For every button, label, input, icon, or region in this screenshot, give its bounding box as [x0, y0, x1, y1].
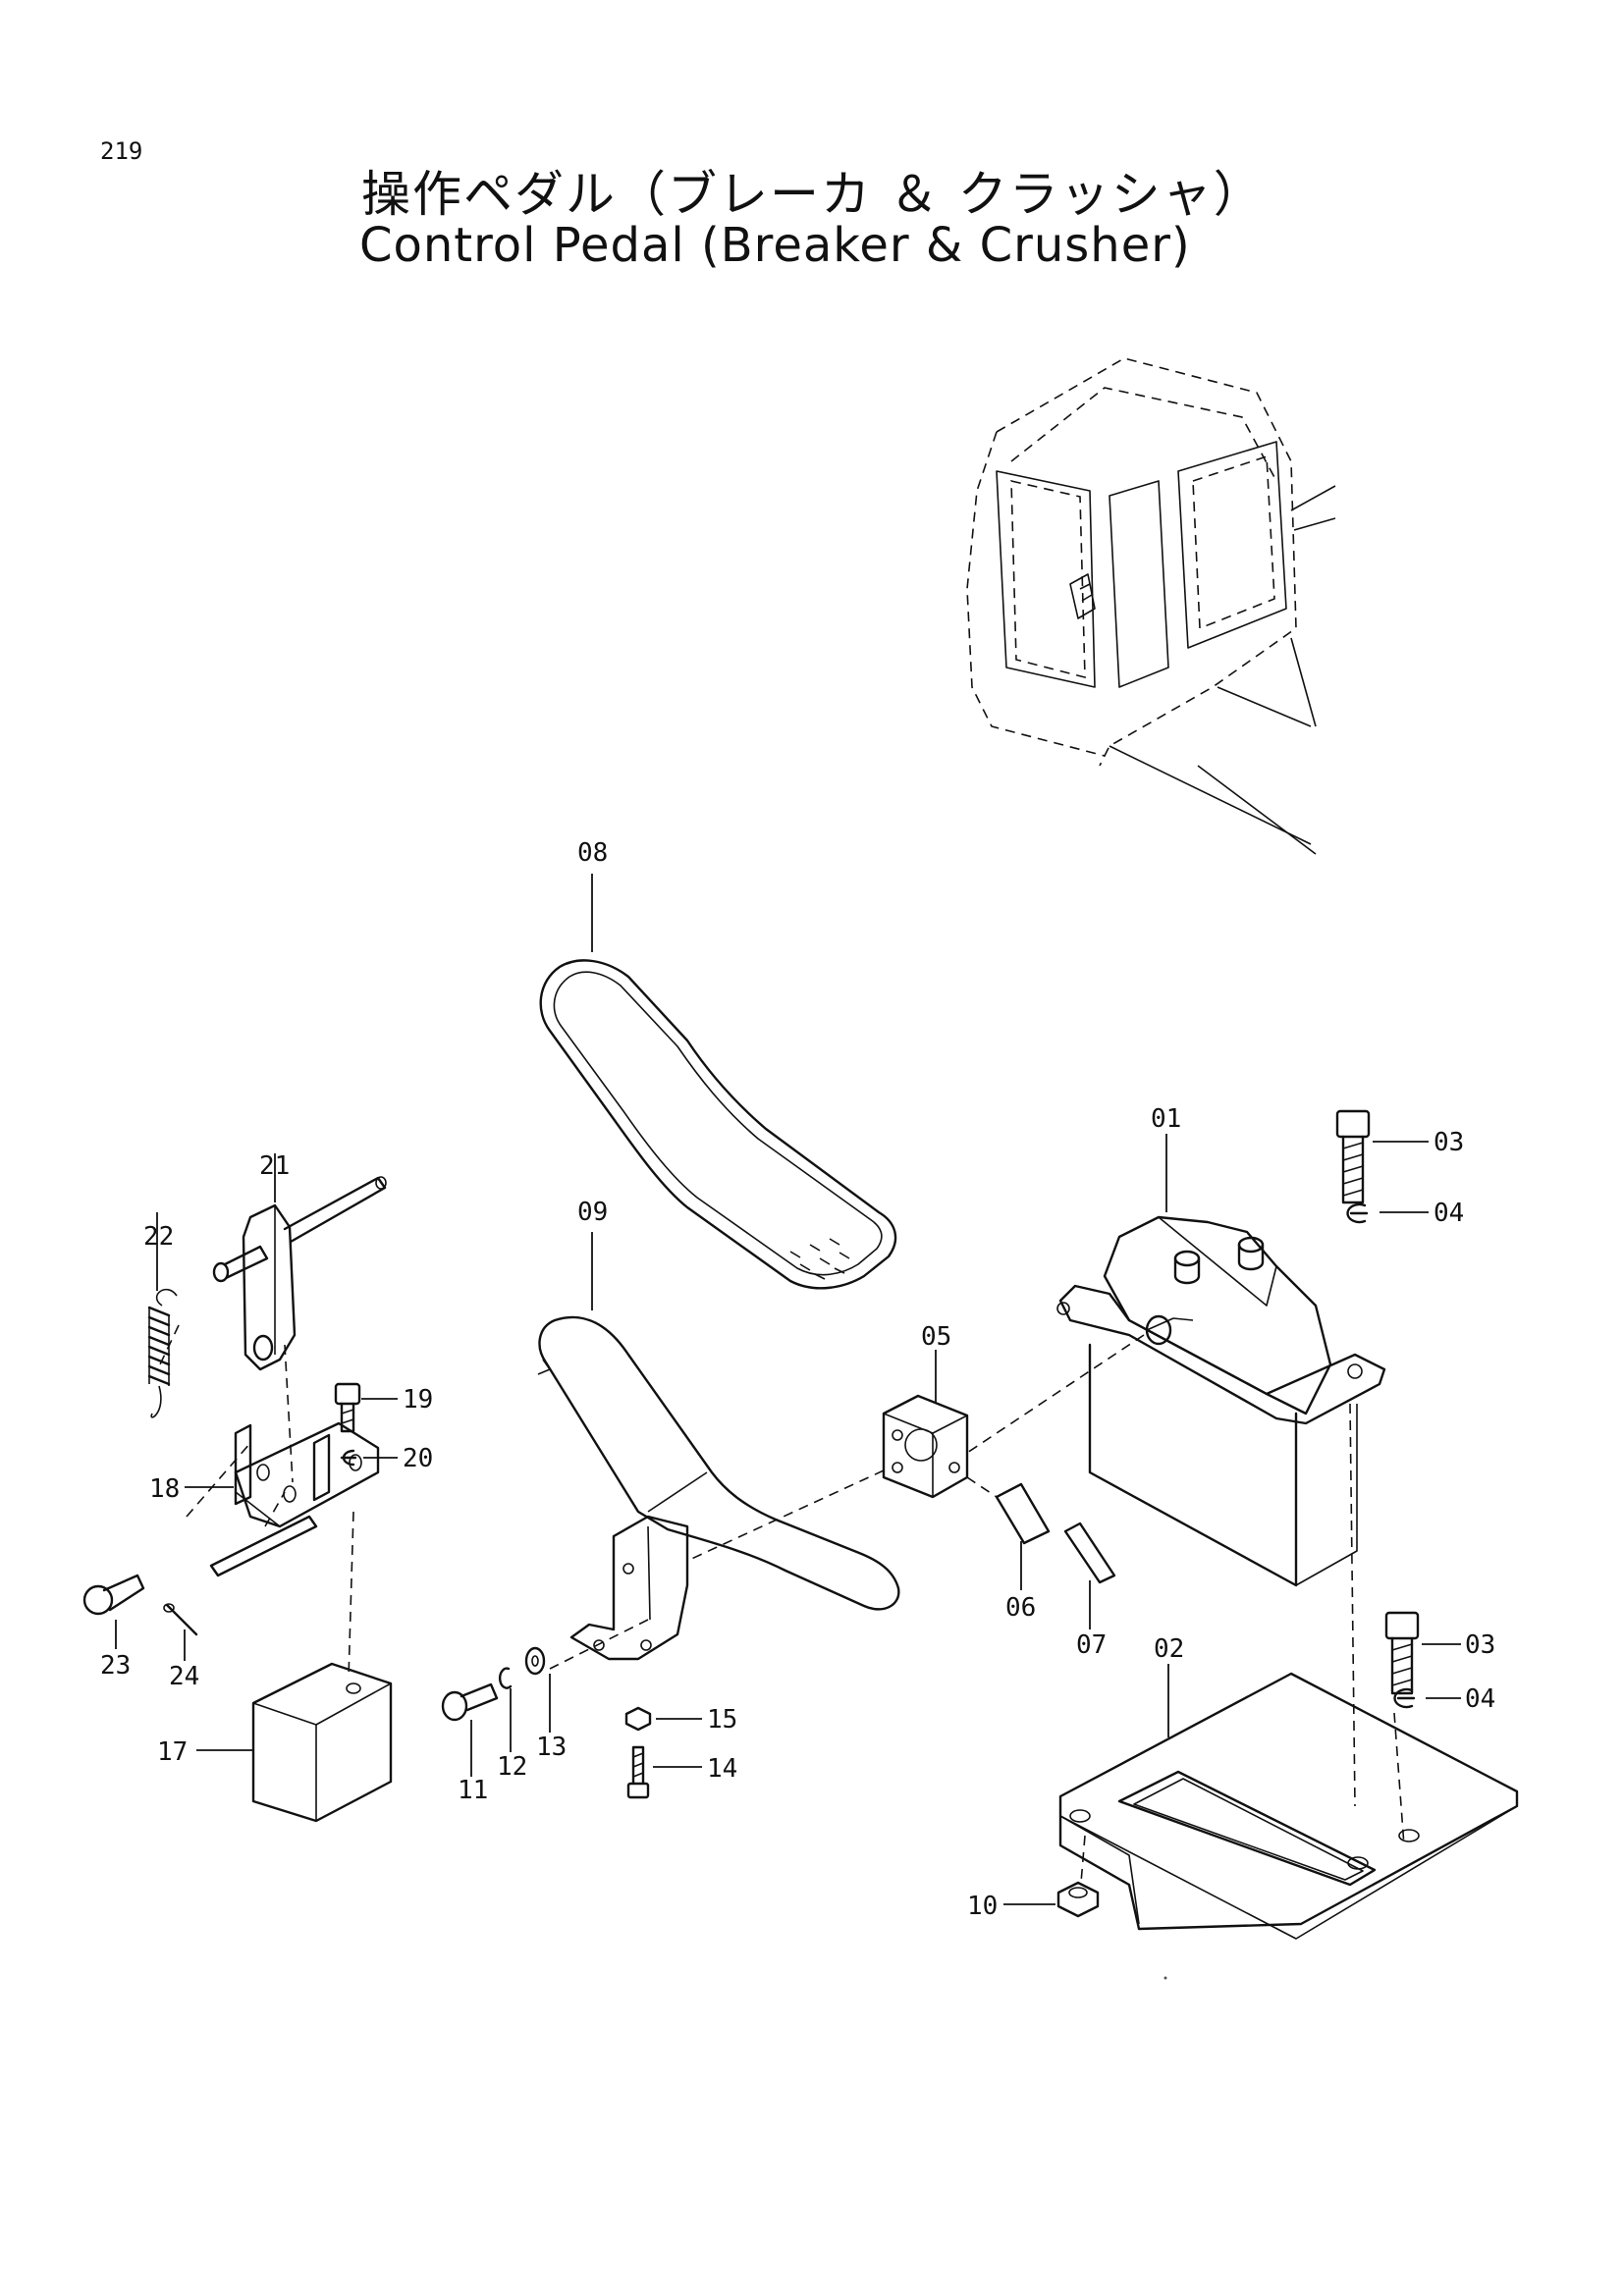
callout-05: 05	[921, 1322, 951, 1352]
callout-19: 19	[403, 1385, 433, 1415]
callout-03-lower: 03	[1465, 1630, 1495, 1660]
pedal-valve	[1056, 1215, 1386, 1587]
snap-ring-12	[498, 1667, 513, 1689]
callout-10: 10	[967, 1892, 998, 1921]
callout-09: 09	[577, 1198, 608, 1227]
washer-13	[524, 1646, 546, 1676]
callout-07: 07	[1076, 1630, 1107, 1660]
cotter-pin-24	[163, 1603, 198, 1636]
callout-01: 01	[1151, 1104, 1181, 1134]
joint-block	[882, 1394, 969, 1499]
scan-speck	[1163, 1976, 1167, 1980]
callout-11: 11	[458, 1776, 488, 1805]
callout-21: 21	[259, 1151, 290, 1181]
callout-06: 06	[1005, 1593, 1036, 1623]
lock-washer-04-lower	[1393, 1687, 1416, 1709]
callout-22: 22	[143, 1222, 174, 1252]
callout-17: 17	[157, 1737, 188, 1767]
block-17	[251, 1662, 393, 1823]
pin-06	[966, 1476, 1051, 1545]
pin-23	[82, 1574, 145, 1616]
lock-washer-04-upper	[1346, 1202, 1369, 1224]
bracket-18	[209, 1421, 380, 1577]
callout-04-upper: 04	[1434, 1199, 1464, 1228]
callout-14: 14	[707, 1754, 737, 1784]
callout-24: 24	[169, 1662, 199, 1691]
bolt-19	[334, 1382, 361, 1433]
callout-13: 13	[536, 1733, 567, 1762]
lever-21	[212, 1176, 387, 1371]
bolt-11	[441, 1682, 499, 1722]
callout-03-upper: 03	[1434, 1128, 1464, 1157]
callout-04-lower: 04	[1465, 1684, 1495, 1714]
nut-10	[1056, 1881, 1100, 1918]
pedal-rubber-pad	[539, 959, 897, 1290]
bolt-14	[626, 1745, 650, 1799]
callout-08: 08	[577, 838, 608, 868]
cab-overview-illustration	[966, 357, 1336, 855]
callout-15: 15	[707, 1705, 737, 1735]
page-title-japanese: 操作ペダル（ブレーカ ＆ クラッシャ）	[361, 166, 1265, 223]
base-plate	[1058, 1672, 1519, 1940]
control-pedal	[537, 1315, 900, 1661]
callout-20: 20	[403, 1444, 433, 1473]
bolt-03-upper	[1335, 1109, 1371, 1204]
page-number: 219	[100, 137, 143, 165]
callout-18: 18	[149, 1474, 180, 1504]
page-title-english: Control Pedal (Breaker & Crusher)	[359, 218, 1191, 273]
bolt-03-lower	[1384, 1611, 1420, 1695]
pin-07	[1063, 1522, 1116, 1584]
lock-washer-20	[340, 1449, 357, 1467]
spring-22	[147, 1289, 178, 1418]
callout-02: 02	[1154, 1634, 1184, 1664]
callout-23: 23	[100, 1651, 131, 1681]
callout-12: 12	[497, 1752, 527, 1782]
nut-15	[624, 1706, 652, 1732]
